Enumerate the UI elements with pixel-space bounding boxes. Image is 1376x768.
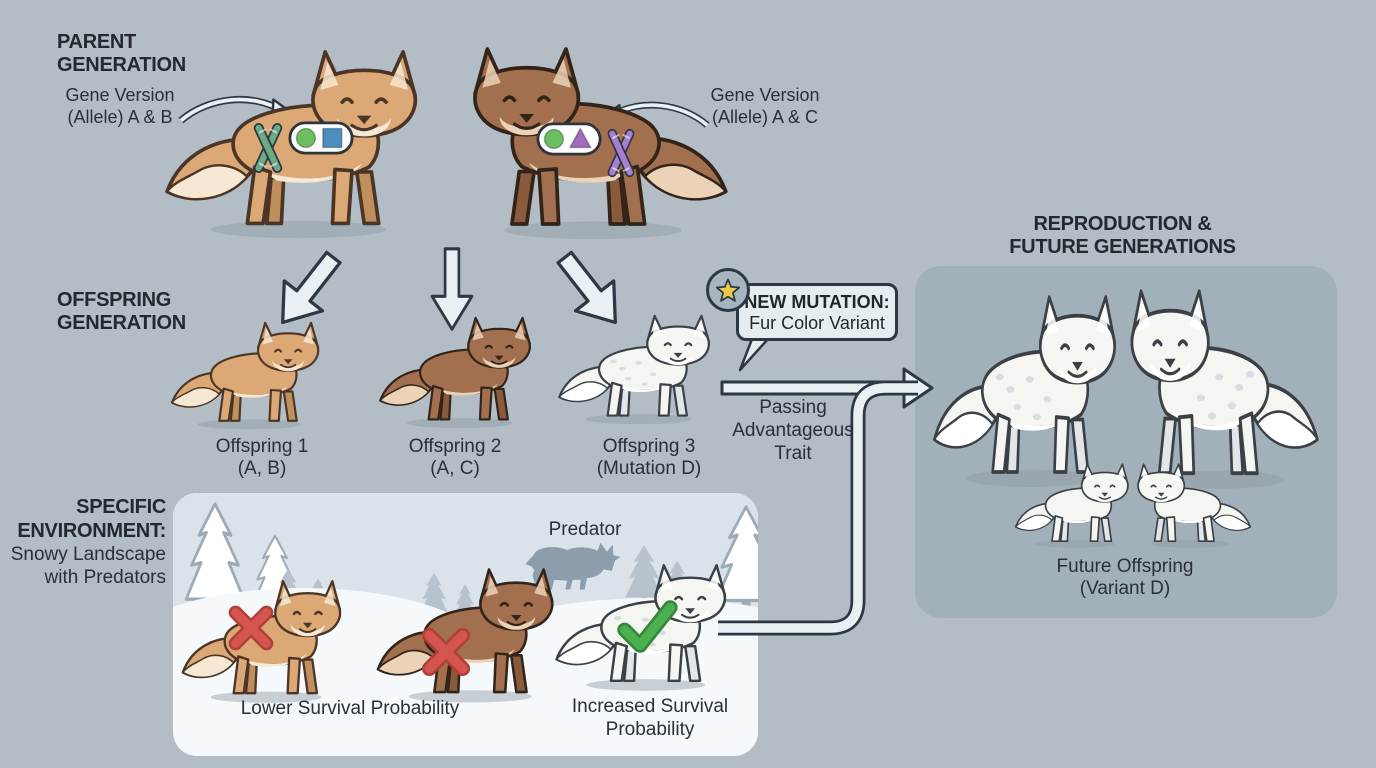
x-mark-icon bbox=[225, 602, 277, 654]
offspring-3-illustration bbox=[549, 313, 725, 427]
x-mark-icon bbox=[418, 624, 474, 680]
offspring-2-label: Offspring 2 (A, C) bbox=[375, 436, 535, 480]
new-mutation-callout: NEW MUTATION: Fur Color Variant bbox=[736, 283, 898, 341]
new-mutation-title: NEW MUTATION: bbox=[744, 292, 890, 312]
check-mark-icon bbox=[616, 598, 678, 655]
gene-label-right: Gene Version (Allele) A & C bbox=[710, 85, 820, 127]
passing-trait-arrow-icon bbox=[720, 366, 934, 410]
offspring-2-alleles: (A, C) bbox=[430, 458, 480, 479]
offspring-generation-title: OFFSPRING GENERATION bbox=[57, 289, 186, 334]
offspring-3-alleles: (Mutation D) bbox=[596, 458, 702, 479]
offspring-3-label: Offspring 3 (Mutation D) bbox=[559, 436, 739, 480]
chromosome-purple-icon bbox=[604, 126, 638, 180]
star-icon bbox=[714, 276, 742, 304]
future-offspring-fox-1-illustration bbox=[1008, 462, 1140, 550]
environment-label-regular: Snowy Landscape with Predators bbox=[10, 544, 166, 588]
future-offspring-fox-2-illustration bbox=[1126, 462, 1258, 550]
gene-label-left: Gene Version (Allele) A & B bbox=[65, 85, 175, 127]
reproduction-title: REPRODUCTION & FUTURE GENERATIONS bbox=[1009, 213, 1236, 258]
offspring-3-name: Offspring 3 bbox=[602, 436, 696, 457]
future-offspring-label: Future Offspring (Variant D) bbox=[1056, 556, 1194, 599]
future-parent-fox-2-illustration bbox=[1112, 286, 1330, 494]
offspring-1-illustration bbox=[162, 320, 334, 432]
gene-capsule-ab-icon bbox=[288, 121, 354, 155]
offspring-2-illustration bbox=[370, 315, 546, 431]
new-mutation-subtitle: Fur Color Variant bbox=[749, 313, 885, 333]
gene-capsule-ac-icon bbox=[536, 122, 602, 156]
predator-label: Predator bbox=[548, 519, 622, 540]
reproduction-panel bbox=[915, 266, 1337, 618]
env-fox-2-illustration bbox=[366, 566, 571, 706]
inheritance-arrow-right-icon bbox=[541, 239, 638, 341]
offspring-1-alleles: (A, B) bbox=[237, 458, 287, 479]
increased-survival-label: Increased Survival Probability bbox=[571, 696, 729, 740]
parent-generation-title: PARENT GENERATION bbox=[57, 31, 186, 76]
offspring-1-label: Offspring 1 (A, B) bbox=[182, 436, 342, 480]
predator-silhouette bbox=[523, 535, 623, 593]
trait-pipe-arrow-icon bbox=[712, 378, 942, 644]
environment-label-bold: SPECIFIC ENVIRONMENT: bbox=[17, 496, 166, 542]
offspring-2-name: Offspring 2 bbox=[408, 436, 502, 457]
inheritance-arrow-middle-icon bbox=[429, 247, 475, 331]
lower-survival-label: Lower Survival Probability bbox=[240, 698, 460, 719]
star-badge bbox=[706, 268, 750, 312]
future-parent-fox-1-illustration bbox=[922, 292, 1134, 492]
offspring-1-name: Offspring 1 bbox=[215, 436, 309, 457]
chromosome-green-icon bbox=[250, 120, 286, 176]
inheritance-arrow-left-icon bbox=[259, 239, 356, 341]
passing-trait-label: Passing Advantageous Trait bbox=[732, 397, 854, 464]
